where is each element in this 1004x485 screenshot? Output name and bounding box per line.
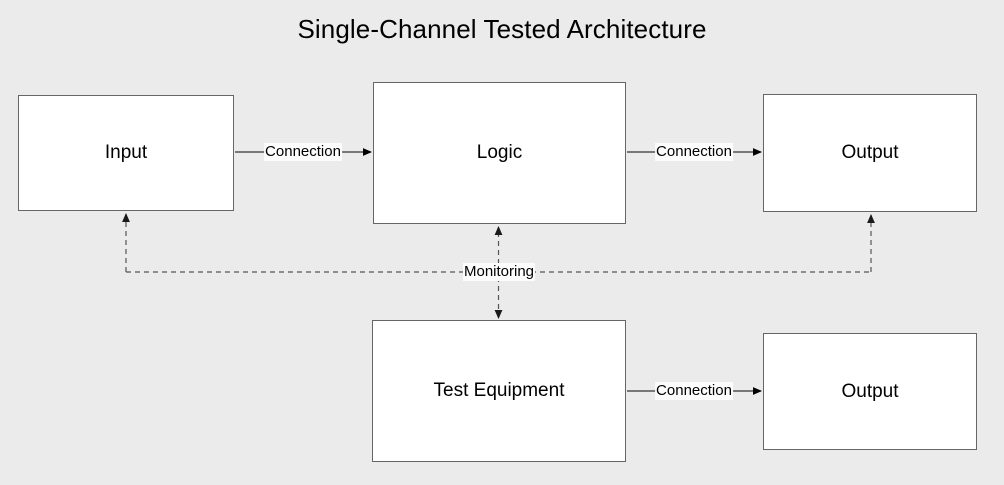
node-input-label: Input bbox=[104, 142, 148, 163]
node-test-equipment-label: Test Equipment bbox=[433, 380, 565, 401]
node-logic[interactable]: Logic bbox=[373, 82, 626, 224]
node-output-bottom[interactable]: Output bbox=[763, 333, 977, 450]
edge-label-monitoring: Monitoring bbox=[462, 263, 536, 281]
node-test-equipment[interactable]: Test Equipment bbox=[372, 320, 626, 462]
edge-label-input-to-logic: Connection bbox=[264, 143, 342, 161]
edge-label-logic-to-output-top: Connection bbox=[655, 143, 733, 161]
edge-label-test-equipment-to-output-bottom: Connection bbox=[655, 382, 733, 400]
node-input[interactable]: Input bbox=[18, 95, 234, 211]
node-output-top-label: Output bbox=[841, 142, 899, 163]
node-output-bottom-label: Output bbox=[841, 380, 899, 402]
node-logic-label: Logic bbox=[476, 142, 523, 163]
page-title: Single-Channel Tested Architecture bbox=[297, 14, 707, 44]
node-output-top[interactable]: Output bbox=[763, 94, 977, 212]
